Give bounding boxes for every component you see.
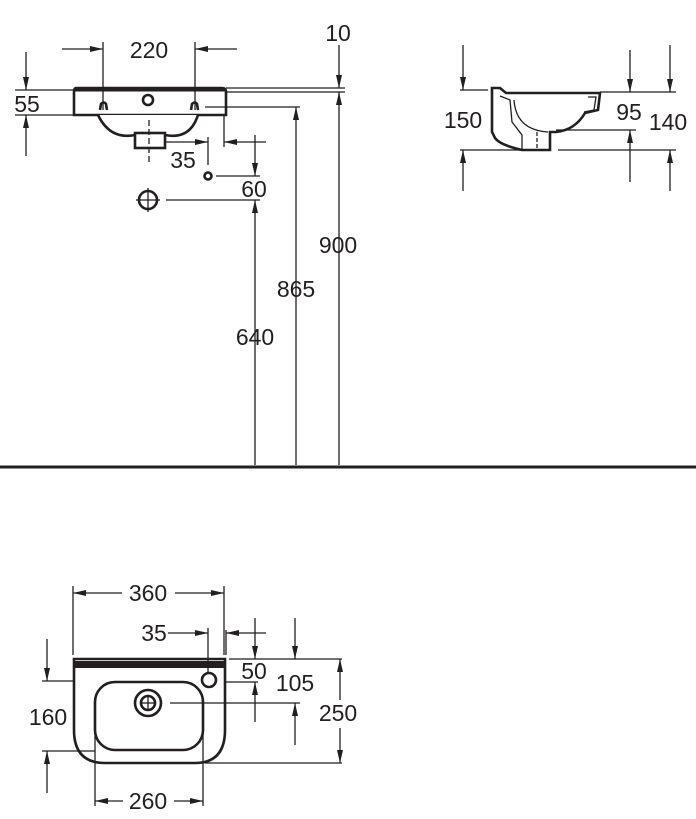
- dim-waste-offset: 35: [170, 147, 196, 173]
- side-view: 150 95 140: [444, 45, 687, 191]
- basin-side-profile: [490, 86, 602, 152]
- dim-rim-thickness: 10: [325, 20, 351, 46]
- dim-basin-width: 220: [130, 37, 168, 63]
- dim-bowl-width: 260: [129, 788, 167, 814]
- dim-overall-width: 360: [129, 580, 167, 606]
- dim-overall-projection: 250: [319, 700, 357, 726]
- waste-outlet-icon: [136, 188, 160, 212]
- dim-side-bowl-depth: 95: [616, 99, 642, 125]
- dim-side-depth: 150: [444, 107, 482, 133]
- dim-hole-to-floor: 865: [277, 276, 315, 302]
- dim-tap-from-back: 50: [241, 658, 267, 684]
- supply-point-icon: [203, 171, 213, 181]
- tap-hole-icon: [200, 671, 218, 689]
- basin-front-outline: [72, 86, 228, 165]
- dim-rim-height: 55: [14, 91, 40, 117]
- dim-side-height: 140: [649, 109, 687, 135]
- dim-rim-to-floor: 900: [319, 232, 357, 258]
- dim-tap-offset: 35: [141, 620, 167, 646]
- dim-waste-to-floor: 640: [236, 324, 274, 350]
- dim-tap-drop: 60: [241, 176, 267, 202]
- dim-waste-from-back: 105: [276, 670, 314, 696]
- front-view: 220 55 10 900 865 35 60: [14, 20, 357, 465]
- plan-view: 360 35 50 105 250 160 260: [29, 580, 357, 814]
- dim-bowl-depth: 160: [29, 704, 67, 730]
